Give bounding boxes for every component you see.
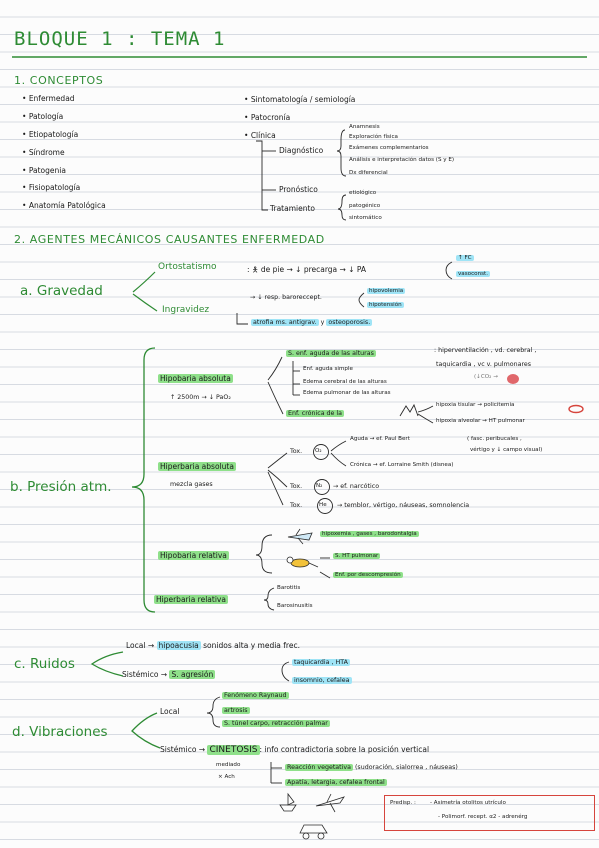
section-1-heading: 1. CONCEPTOS [14,74,104,87]
n2-symbol: N₂ [316,483,323,489]
section-2-heading: 2. AGENTES MECÁNICOS CAUSANTES ENFERMEDA… [14,233,325,246]
hipoxia-tisular: hipoxia tisular → policitemia [436,402,515,408]
paul-bert-note-2: vértigo y ↓ campo visual) [470,447,543,453]
atrofia-text: atrofia ms. antigrav. y osteoporosis. [251,319,373,326]
page-title: BLOQUE 1 : TEMA 1 [14,28,226,50]
predisp-label: Predisp. : [390,800,416,806]
predisp-item: - Asimetría otolitos utrículo [430,800,506,806]
aguda-item: Edema cerebral de las alturas [303,379,387,385]
list-item: • Síndrome [22,148,65,157]
gravedad-label: a. Gravedad [20,283,103,299]
list-item: • Anatomía Patológica [22,201,106,210]
reaccion-vegetativa: Reacción vegetativa (sudoración, sialorr… [285,764,458,771]
vib-local-item: S. túnel carpo, retracción palmar [222,720,330,727]
s-enf-result-1: : hiperventilación , vd. cerebral , [434,347,537,354]
n2-result: → ef. narcótico [333,483,380,490]
enf-cronica: Enf. crónica de la [286,410,345,417]
barosinusitis: Barosinusitis [277,603,313,609]
co2-note: (↓CO₂ → [474,374,498,380]
list-item: • Clínica [244,131,276,140]
barotitis: Barotitis [277,585,301,591]
s-enf-result-2: taquicardia , vc v. pulmonares [436,361,532,368]
trat-item: sintomático [349,215,382,221]
cronica-o2: Crónica → ef. Lorraine Smith (disnea) [350,462,454,468]
diag-item: Exámenes complementarios [349,145,429,151]
list-item: • Patogenia [22,166,66,175]
apatia-text: Apatía, letargia, cefalea frontal [285,779,387,786]
vib-local-item: artrosis [222,707,250,714]
s-ht-pulmonar: S. HT pulmonar [333,553,381,559]
hiperbaria-relativa-label: Hiperbaria relativa [154,595,228,604]
s-enf-aguda: S. enf. aguda de las alturas [286,350,376,357]
list-item: • Sintomatología / semiología [244,95,356,104]
list-item: • Etiopatología [22,130,79,139]
aguda-item: Enf. aguda simple [303,366,353,372]
vasoconst-label: vasoconst. [456,271,491,277]
list-item: • Fisiopatología [22,183,81,192]
mediado-label: mediado [216,762,241,768]
list-item: • Patocronía [244,113,291,122]
ortostatismo-label: Ortostatismo [158,262,217,272]
tox-n2-label: Tox. [290,483,303,490]
insomnio-cefalea: insomnio, cefalea [292,677,352,684]
hipovolemia-label: hipovolemia [367,288,406,294]
diag-item: Dx diferencial [349,170,388,176]
hipoxemia-text: hipoxemia , gases , barodontalgia [320,531,419,537]
vibraciones-label: d. Vibraciones [12,724,108,740]
he-result: → temblor, vértigo, náuseas, somnolencia [337,502,470,509]
ingravidez-label: Ingravidez [162,305,210,315]
hipoxia-alveolar: hipoxia alveolar → HT pulmonar [436,418,525,424]
diag-item: Anamnesis [349,124,380,130]
vibraciones-sistemico: Sistémico → CINETOSIS: info contradictor… [160,745,430,755]
ach-label: × Ach [218,774,235,780]
ruidos-sistemico: Sistémico → S. agresión [122,670,216,679]
aguda-o2: Aguda → ef. Paul Bert [350,436,410,442]
hiperbaria-absoluta-label: Hiperbaria absoluta [158,462,236,471]
list-item: • Enfermedad [22,94,75,103]
diagnostico-label: Diagnóstico [279,146,324,155]
hipobaria-absoluta-label: Hipobaria absoluta [158,374,233,383]
ortostatismo-chain: : 🯅 de pie → ↓ precarga → ↓ PA [247,265,367,274]
hiperbaria-sub: mezcla gases [170,481,213,488]
enf-descompresion: Enf. por descompresión [333,572,403,578]
pronostico-label: Pronóstico [279,185,318,194]
tox-he-label: Tox. [290,502,303,509]
ingravidez-resp: → ↓ resp. baroreccept. [250,294,322,301]
vibraciones-local: Local [160,707,180,716]
aguda-item: Edema pulmonar de las alturas [303,390,391,396]
ruidos-local: Local → hipoacusia sonidos alta y media … [126,641,300,650]
vib-local-item: Fenómeno Raynaud [222,692,289,699]
ruidos-label: c. Ruidos [14,656,75,672]
tratamiento-label: Tratamiento [270,204,315,213]
taquicardia-hta: taquicardia , HTA [292,659,350,666]
hipotension-label: hipotensión [367,302,404,308]
paul-bert-note-1: ( fasc. peribucales , [467,436,522,442]
presion-label: b. Presión atm. [10,479,112,495]
he-symbol: He [319,502,327,508]
diag-item: Análisis e interpretación datos (S y E) [349,157,455,163]
fc-label: ↑ FC [456,255,474,261]
predisp-item: - Polimorf. recept. α2 - adrenérg [438,814,528,820]
diag-item: Exploración física [349,134,398,140]
list-item: • Patología [22,112,64,121]
trat-item: patogénico [349,203,381,209]
o2-symbol: O₂ [315,448,322,454]
trat-item: etiológico [349,190,377,196]
tox-o2-label: Tox. [290,448,303,455]
hipobaria-absoluta-sub: ↑ 2500m → ↓ PaO₂ [170,394,231,401]
predisposicion-box [384,795,595,831]
hipobaria-relativa-label: Hipobaria relativa [158,551,229,560]
